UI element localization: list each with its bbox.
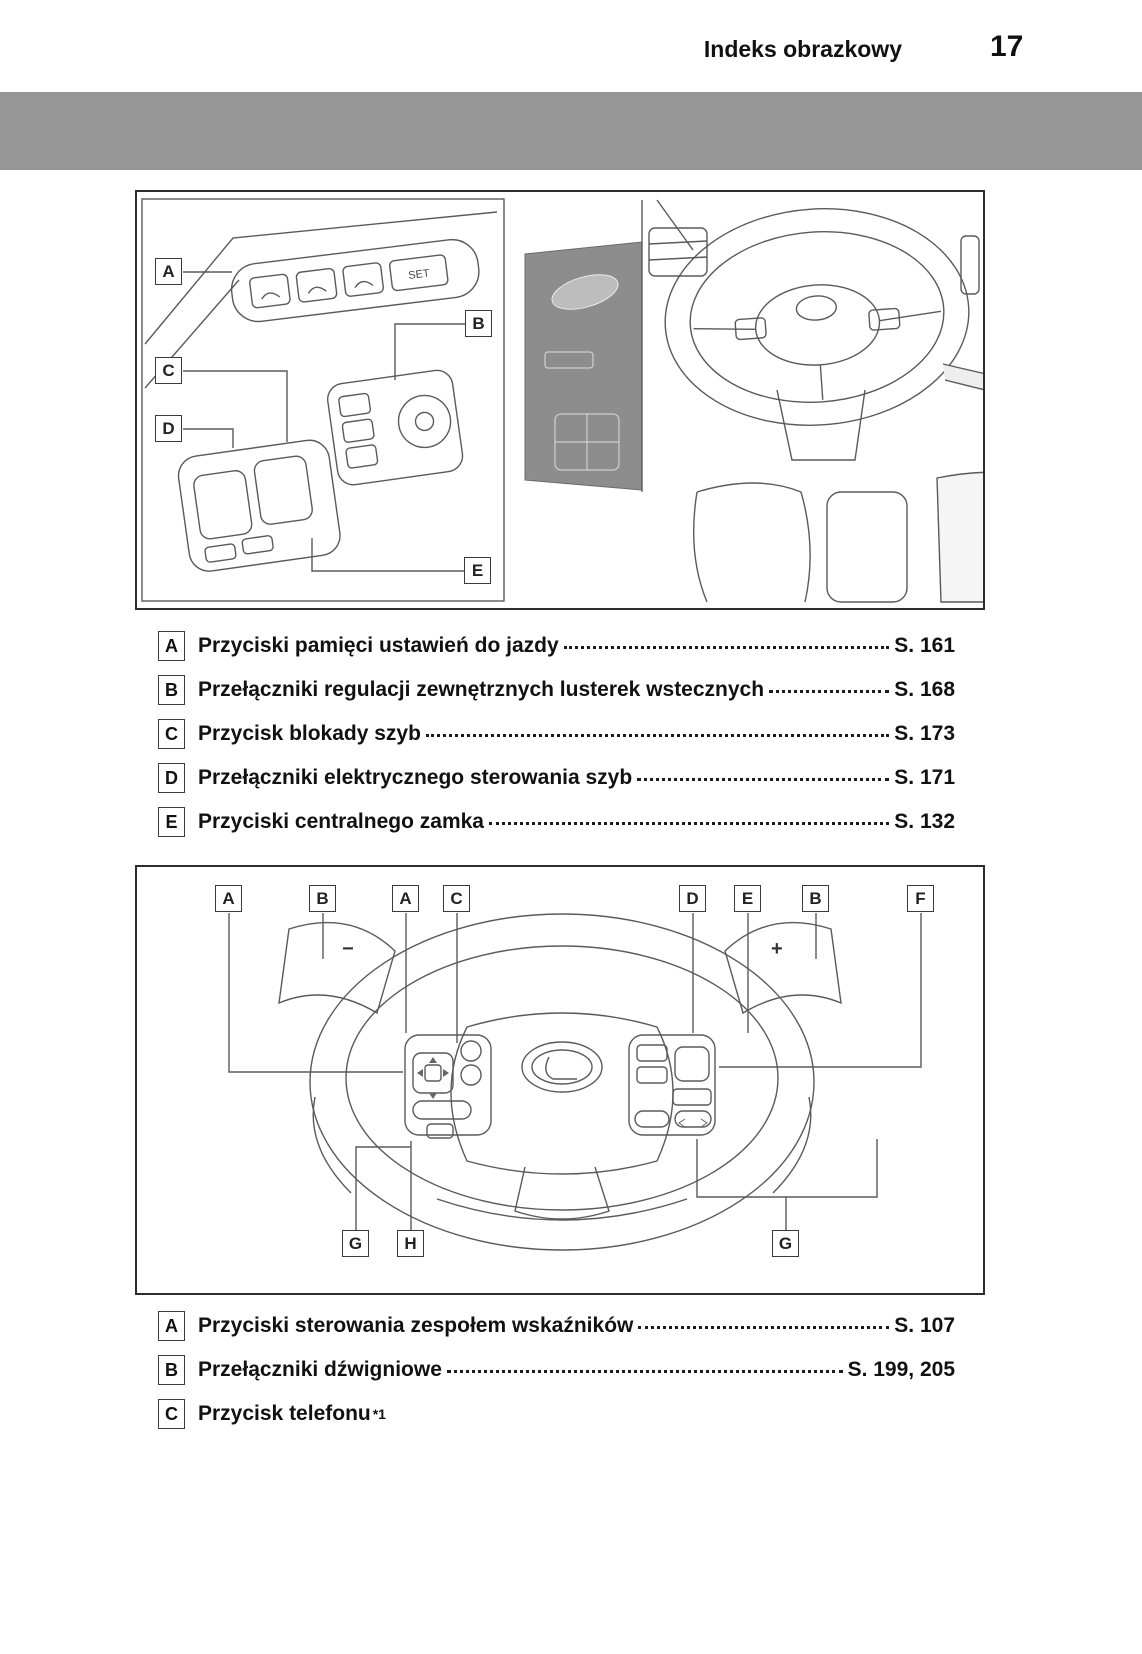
legend-page-ref: S. 132 bbox=[894, 810, 955, 833]
legend-label: Przycisk blokady szyb bbox=[198, 722, 421, 745]
window-switches-art bbox=[177, 439, 341, 572]
set-button-label: SET bbox=[408, 267, 431, 282]
mirror-controls-art bbox=[326, 369, 464, 486]
legend-door-controls: A Przyciski pamięci ustawień do jazdy S.… bbox=[158, 624, 955, 844]
inner-detail-frame bbox=[141, 198, 505, 602]
footnote-marker: *1 bbox=[372, 1406, 386, 1422]
legend-page-ref: S. 199, 205 bbox=[847, 1358, 955, 1381]
left-button-cluster-art bbox=[404, 1034, 492, 1139]
figure2-leader-lines bbox=[228, 913, 922, 1230]
wheel-rim-art bbox=[309, 913, 815, 1251]
door-handle-art bbox=[551, 274, 619, 310]
legend-page-ref: S. 173 bbox=[894, 722, 955, 745]
paddle-plus-label: + bbox=[771, 938, 783, 960]
right-vent-art bbox=[960, 235, 980, 295]
dotted-leader bbox=[563, 636, 890, 649]
callout-h: H bbox=[397, 1230, 424, 1257]
callout-c: C bbox=[155, 357, 182, 384]
shift-paddles-art: − + bbox=[278, 921, 842, 1015]
callout-a: A bbox=[155, 258, 182, 285]
callout-d: D bbox=[155, 415, 182, 442]
legend-page-ref: S. 168 bbox=[894, 678, 955, 701]
legend-letter-box: A bbox=[158, 1311, 185, 1341]
legend-row: A Przyciski pamięci ustawień do jazdy S.… bbox=[158, 624, 955, 668]
legend-row: B Przełączniki regulacji zewnętrznych lu… bbox=[158, 668, 955, 712]
legend-row: A Przyciski sterowania zespołem wskaźnik… bbox=[158, 1304, 955, 1348]
callout-g2: G bbox=[772, 1230, 799, 1257]
door-controls-illustration: SET bbox=[141, 198, 983, 603]
legend-row: E Przyciski centralnego zamka S. 132 bbox=[158, 800, 955, 844]
legend-letter-box: A bbox=[158, 631, 185, 661]
dotted-leader bbox=[446, 1360, 843, 1373]
legend-letter-box: D bbox=[158, 763, 185, 793]
callout-b2: B bbox=[802, 885, 829, 912]
console-and-seats-art bbox=[692, 363, 983, 603]
callout-c: C bbox=[443, 885, 470, 912]
legend-row: C Przycisk blokady szyb S. 173 bbox=[158, 712, 955, 756]
steering-wheel-context-art bbox=[664, 208, 970, 426]
legend-steering-wheel: A Przyciski sterowania zespołem wskaźnik… bbox=[158, 1304, 955, 1436]
callout-a2: A bbox=[392, 885, 419, 912]
dashboard-art bbox=[524, 199, 980, 492]
dotted-leader bbox=[769, 680, 890, 693]
air-vent-art bbox=[648, 227, 708, 277]
wheel-hub-art bbox=[450, 1012, 674, 1175]
page-number: 17 bbox=[990, 30, 1024, 63]
legend-page-ref: S. 107 bbox=[894, 1314, 955, 1337]
legend-letter-box: B bbox=[158, 675, 185, 705]
legend-row: C Przycisk telefonu*1 bbox=[158, 1392, 955, 1436]
right-button-cluster-art bbox=[628, 1034, 716, 1136]
legend-page-ref: S. 171 bbox=[894, 766, 955, 789]
callout-a: A bbox=[215, 885, 242, 912]
lexus-logo-icon bbox=[521, 1041, 603, 1093]
seat-memory-buttons-art: SET bbox=[230, 238, 480, 323]
legend-label: Przycisk telefonu bbox=[198, 1402, 371, 1425]
callout-f: F bbox=[907, 885, 934, 912]
legend-letter-box: C bbox=[158, 719, 185, 749]
figure-door-controls: SET bbox=[135, 190, 985, 610]
figure1-leader-lines bbox=[183, 271, 465, 572]
callout-b: B bbox=[465, 310, 492, 337]
callout-b: B bbox=[309, 885, 336, 912]
legend-row: D Przełączniki elektrycznego sterowania … bbox=[158, 756, 955, 800]
legend-label: Przyciski sterowania zespołem wskaźników bbox=[198, 1314, 634, 1337]
legend-letter-box: C bbox=[158, 1399, 185, 1429]
legend-letter-box: E bbox=[158, 807, 185, 837]
legend-label: Przełączniki elektrycznego sterowania sz… bbox=[198, 766, 633, 789]
legend-letter-box: B bbox=[158, 1355, 185, 1385]
chapter-band bbox=[0, 92, 1142, 170]
steering-wheel-illustration: − + bbox=[228, 913, 922, 1251]
legend-label: Przełączniki regulacji zewnętrznych lust… bbox=[198, 678, 765, 701]
callout-e: E bbox=[464, 557, 491, 584]
dotted-leader bbox=[637, 768, 890, 781]
legend-row: B Przełączniki dźwigniowe S. 199, 205 bbox=[158, 1348, 955, 1392]
legend-page-ref: S. 161 bbox=[894, 634, 955, 657]
legend-label: Przyciski centralnego zamka bbox=[198, 810, 484, 833]
legend-label: Przełączniki dźwigniowe bbox=[198, 1358, 442, 1381]
callout-d: D bbox=[679, 885, 706, 912]
dotted-leader bbox=[488, 812, 890, 825]
callout-g: G bbox=[342, 1230, 369, 1257]
callout-e: E bbox=[734, 885, 761, 912]
page-title: Indeks obrazkowy bbox=[703, 36, 902, 62]
dotted-leader bbox=[425, 724, 890, 737]
figure-steering-wheel: − + bbox=[135, 865, 985, 1295]
door-switch-inset-art bbox=[544, 351, 620, 471]
paddle-minus-label: − bbox=[342, 938, 354, 960]
dotted-leader bbox=[638, 1316, 890, 1329]
legend-label: Przyciski pamięci ustawień do jazdy bbox=[198, 634, 559, 657]
